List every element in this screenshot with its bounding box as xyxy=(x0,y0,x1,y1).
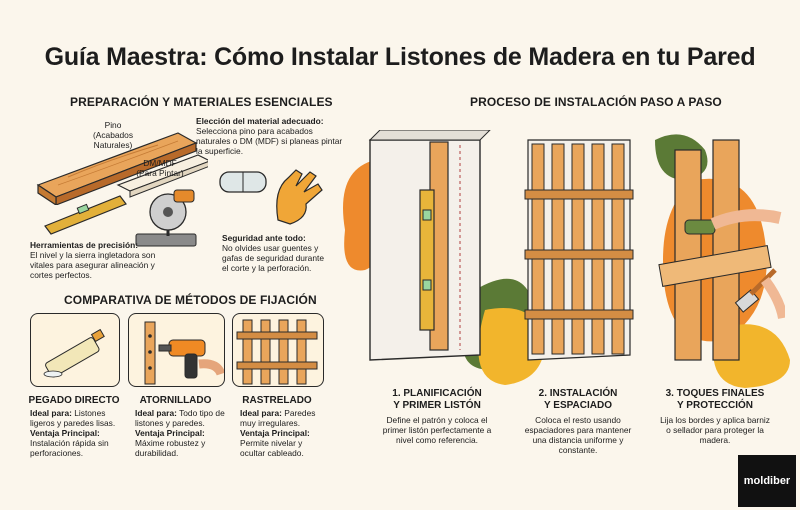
batten-method-text: Ideal para: Paredes muy irregulares. Ven… xyxy=(240,408,328,458)
wood-planks-illustration xyxy=(36,132,208,205)
step3-block: 3. TOQUES FINALES Y PROTECCIÓN Lija los … xyxy=(660,388,770,445)
glue-ideal-text: Listones ligeros y paredes lisas. xyxy=(30,408,116,428)
pino-label-group: Pino (Acabados Naturales) xyxy=(78,120,148,150)
screw-ideal-text: Todo tipo de listones y paredes. xyxy=(135,408,225,428)
pino-sublabel: (Acabados Naturales) xyxy=(92,130,134,150)
glue-tube-icon xyxy=(43,328,105,378)
glue-method-title: PEGADO DIRECTO xyxy=(28,395,120,406)
batten-ideal-label: Ideal para: xyxy=(240,408,282,418)
screw-adv-text: Máxime robustez y durabilidad. xyxy=(135,438,206,458)
step2-block: 2. INSTALACIÓN Y ESPACIADO Coloca el res… xyxy=(518,388,638,455)
step2-title-line1: 2. INSTALACIÓN xyxy=(538,388,618,399)
dm-label-group: DM/MDF (Para Pintar) xyxy=(130,158,190,178)
step3-illustration xyxy=(658,139,785,361)
pino-label: Pino xyxy=(104,120,122,130)
step1-illustration xyxy=(368,130,491,361)
screw-method-card xyxy=(128,313,226,387)
page-title: Guía Maestra: Cómo Instalar Listones de … xyxy=(44,43,756,71)
step2-illustration xyxy=(524,139,634,361)
material-choice-body: Selecciona pino para acabados naturales … xyxy=(196,126,343,156)
process-heading: PROCESO DE INSTALACIÓN PASO A PASO xyxy=(470,95,722,109)
batten-method-title: RASTRELADO xyxy=(242,395,312,406)
dm-sublabel: (Para Pintar) xyxy=(136,168,184,178)
prep-heading: PREPARACIÓN Y MATERIALES ESENCIALES xyxy=(70,95,333,109)
glue-ideal-label: Ideal para: xyxy=(30,408,72,418)
step2-title-line2: Y ESPACIADO xyxy=(544,400,612,411)
screw-ideal-label: Ideal para: xyxy=(135,408,177,418)
tools-title: Herramientas de precisión: xyxy=(30,240,138,250)
glue-method-text: Ideal para: Listones ligeros y paredes l… xyxy=(30,408,128,458)
step3-title-line2: Y PROTECCIÓN xyxy=(677,400,753,411)
batten-adv-label: Ventaja Principal: xyxy=(240,428,310,438)
miter-saw-icon xyxy=(135,189,197,247)
screw-adv-label: Ventaja Principal: xyxy=(135,428,205,438)
drill-icon xyxy=(144,321,226,385)
tools-text: Herramientas de precisión: El nivel y la… xyxy=(30,240,165,280)
material-choice-title: Elección del material adecuado: xyxy=(196,116,324,126)
step1-title-line1: 1. PLANIFICACIÓN xyxy=(392,388,482,399)
step3-desc: Lija los bordes y aplica barniz o sellad… xyxy=(660,415,770,445)
safety-gear-icon xyxy=(219,169,323,225)
step1-title-line2: Y PRIMER LISTÓN xyxy=(393,400,481,411)
glue-method-card xyxy=(30,313,120,387)
tools-body: El nivel y la sierra ingletadora son vit… xyxy=(30,250,156,280)
step1-block: 1. PLANIFICACIÓN Y PRIMER LISTÓN Define … xyxy=(382,388,492,445)
step2-desc: Coloca el resto usando espaciadores para… xyxy=(524,415,632,455)
batten-frame-icon xyxy=(236,319,318,385)
screw-method-text: Ideal para: Todo tipo de listones y pare… xyxy=(135,408,230,458)
safety-text: Seguridad ante todo: No olvides usar gue… xyxy=(222,233,332,273)
compare-heading: COMPARATIVA DE MÉTODOS DE FIJACIÓN xyxy=(64,293,317,307)
safety-title: Seguridad ante todo: xyxy=(222,233,306,243)
glue-adv-label: Ventaja Principal: xyxy=(30,428,100,438)
batten-ideal-text: Paredes muy irregulares. xyxy=(240,408,316,428)
batten-adv-text: Permite nivelar y ocultar cableado. xyxy=(240,438,304,458)
screw-method-title: ATORNILLADO xyxy=(139,395,212,406)
batten-method-card xyxy=(232,313,324,387)
dm-label: DM/MDF xyxy=(143,158,177,168)
level-tool-icon xyxy=(44,195,127,235)
glue-adv-text: Instalación rápida sin perforaciones. xyxy=(30,438,109,458)
safety-body: No olvides usar guentes y gafas de segur… xyxy=(222,243,324,273)
material-choice-text: Elección del material adecuado: Seleccio… xyxy=(196,116,346,156)
brand-logo[interactable]: moldiber xyxy=(738,455,796,507)
step3-title-line1: 3. TOQUES FINALES xyxy=(665,388,765,399)
step1-desc: Define el patrón y coloca el primer list… xyxy=(382,415,492,445)
